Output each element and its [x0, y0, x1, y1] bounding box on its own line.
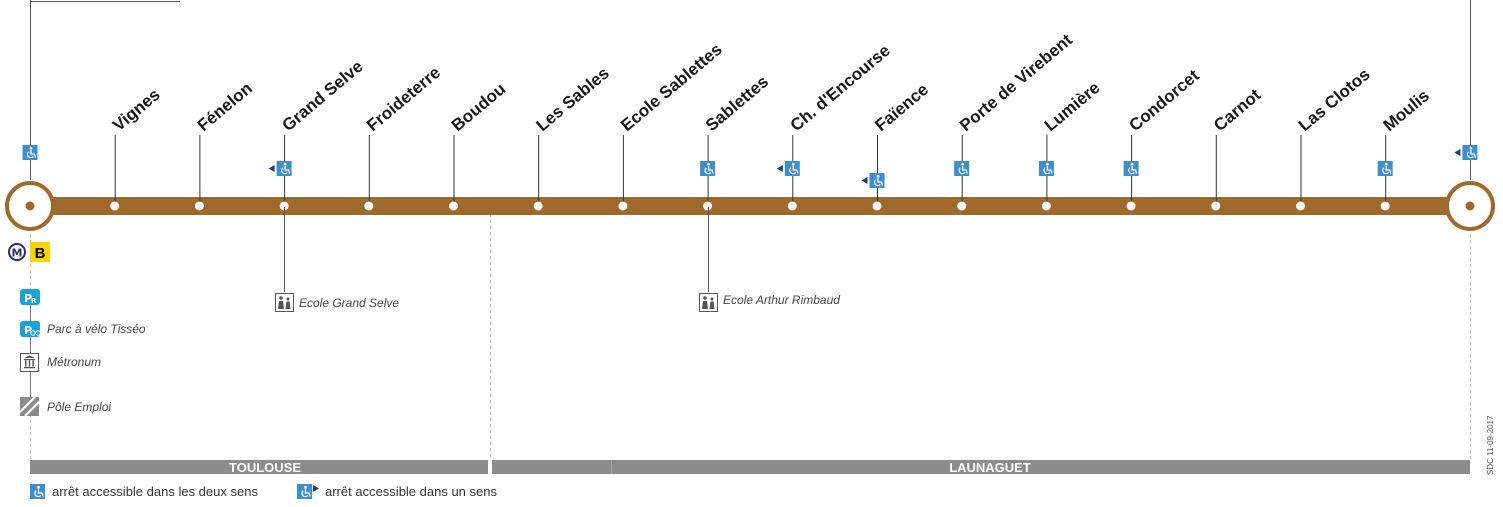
stop-dot[interactable] — [110, 201, 120, 211]
stop-dot[interactable] — [703, 201, 713, 211]
stop-15[interactable]: Las Clotos — [1295, 65, 1374, 211]
wheelchair-icon — [22, 145, 38, 160]
bike-parking-icon: P — [20, 321, 41, 337]
terminus-start[interactable] — [5, 181, 55, 231]
commune-bar-toulouse: TOULOUSE — [30, 460, 488, 475]
stop-3[interactable]: Grand Selve — [268, 57, 367, 211]
stop-14[interactable]: Carnot — [1210, 85, 1265, 211]
pole-emploi-label: Pôle Emploi — [47, 400, 111, 414]
direction-arrow-icon — [313, 485, 319, 492]
legend-accessible-both: arrêt accessible dans les deux sens — [30, 484, 258, 499]
stop-dot[interactable] — [1041, 201, 1051, 211]
wheelchair-icon — [784, 161, 800, 176]
stop-dot[interactable] — [1126, 201, 1136, 211]
commune-bar-launaguet: LAUNAGUET — [492, 460, 1470, 475]
stop-1[interactable]: Vignes — [109, 85, 164, 211]
bike-parking-label: Parc à vélo Tisséo — [47, 322, 146, 336]
park-and-ride-icon: P R — [20, 289, 40, 305]
stop-dot[interactable] — [279, 201, 289, 211]
stop-name: Las Clotos — [1295, 65, 1374, 135]
stop-name: Fénelon — [194, 79, 256, 135]
wheelchair-icon — [1038, 161, 1054, 176]
stop-dot[interactable] — [787, 201, 797, 211]
stop-dot[interactable] — [1296, 201, 1305, 211]
wheelchair-icon — [30, 484, 45, 499]
stop-name: Carnot — [1210, 85, 1264, 135]
stop-name: Lumière — [1041, 78, 1104, 135]
stop-dot[interactable] — [449, 201, 458, 211]
svg-text:R: R — [31, 297, 37, 305]
wheelchair-icon — [869, 173, 885, 188]
stop-name: Vignes — [109, 85, 164, 135]
stop-4[interactable]: Froideterre — [363, 63, 444, 211]
stop-dot[interactable] — [364, 201, 374, 211]
wheelchair-icon — [297, 484, 312, 499]
stop-dot[interactable] — [194, 201, 204, 211]
museum-icon — [20, 353, 39, 372]
legend-one-label: arrêt accessible dans un sens — [325, 484, 497, 499]
direction-arrow-icon — [1454, 149, 1461, 156]
direction-arrow-icon — [776, 165, 783, 172]
stop-10[interactable]: Faïence — [861, 80, 933, 211]
stop-dot[interactable] — [1211, 201, 1221, 211]
stop-5[interactable]: Boudou — [448, 79, 509, 211]
version-stamp: SDC 11-09-2017 — [1486, 415, 1495, 475]
stop-dot[interactable] — [872, 201, 882, 211]
school-icon — [275, 293, 294, 312]
stop-12[interactable]: Lumière — [1038, 78, 1104, 211]
svg-text:P: P — [24, 292, 32, 305]
wheelchair-icon — [954, 161, 970, 176]
terminus-end[interactable] — [1445, 181, 1495, 231]
stop-name: Les Sables — [533, 63, 613, 135]
stop-name: Grand Selve — [278, 57, 366, 135]
stop-13[interactable]: Condorcet — [1123, 66, 1203, 211]
stop-name: Boudou — [448, 79, 509, 135]
legend-both-label: arrêt accessible dans les deux sens — [52, 484, 258, 499]
pole-emploi-icon — [19, 396, 40, 417]
direction-arrow-icon — [268, 165, 275, 172]
wheelchair-icon — [700, 161, 716, 176]
stop-name: Sablettes — [702, 72, 772, 135]
stop-dot[interactable] — [1380, 201, 1390, 211]
commune-label-launaguet: LAUNAGUET — [949, 460, 1031, 475]
school-icon — [699, 293, 718, 312]
svg-text:P: P — [24, 324, 32, 337]
stop-6[interactable]: Les Sables — [533, 63, 613, 211]
stop-name: Froideterre — [363, 63, 444, 135]
poi-ecole-grand-selve: Ecole Grand Selve — [299, 296, 399, 310]
stop-name: Condorcet — [1125, 66, 1203, 135]
metro-line-letter: B — [35, 245, 46, 262]
direction-arrow-icon — [861, 177, 868, 184]
stop-2[interactable]: Fénelon — [194, 79, 256, 211]
stop-name: Faïence — [871, 80, 932, 135]
stop-0[interactable] — [22, 145, 38, 160]
metronum-label: Métronum — [47, 355, 101, 369]
wheelchair-icon — [1123, 161, 1139, 176]
stop-dot[interactable] — [533, 201, 543, 211]
stop-dot[interactable] — [957, 201, 967, 211]
wheelchair-icon — [1377, 161, 1393, 176]
stop-17[interactable] — [1454, 145, 1478, 160]
wheelchair-icon — [1462, 145, 1478, 160]
metro-letter: M — [12, 247, 23, 260]
stop-name: Moulis — [1380, 86, 1433, 135]
stop-16[interactable]: Moulis — [1377, 86, 1433, 211]
stop-dot[interactable] — [618, 201, 628, 211]
legend-accessible-one: arrêt accessible dans un sens — [297, 484, 497, 499]
commune-label-toulouse: TOULOUSE — [229, 460, 301, 475]
poi-ecole-arthur-rimbaud: Ecole Arthur Rimbaud — [723, 293, 840, 307]
metro-icon: M — [8, 243, 26, 261]
line-bar — [30, 197, 1470, 215]
wheelchair-icon — [276, 161, 292, 176]
metro-line-b-badge[interactable]: B — [30, 242, 50, 262]
stop-8[interactable]: Sablettes — [700, 72, 772, 211]
